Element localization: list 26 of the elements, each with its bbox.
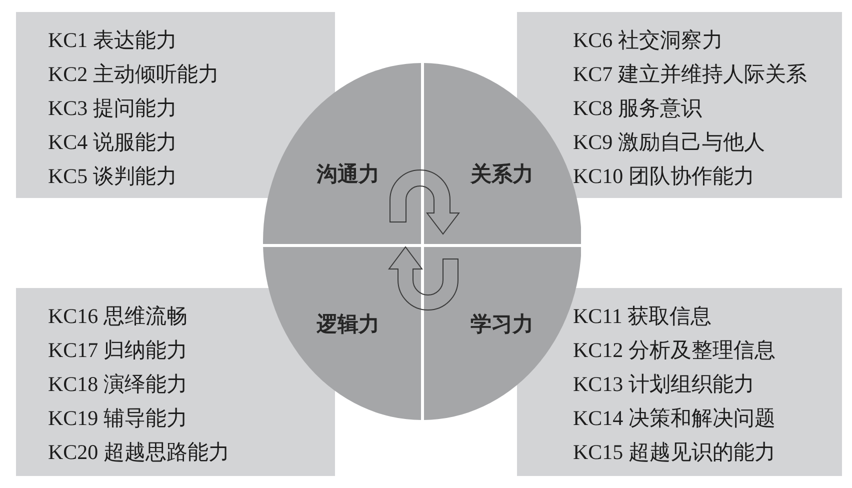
competency-item: KC15 超越见识的能力 xyxy=(573,440,776,464)
competency-item: KC1 表达能力 xyxy=(48,28,177,52)
quadrant-label: 关系力 xyxy=(470,162,534,186)
quadrant-label: 逻辑力 xyxy=(316,312,380,336)
competency-item: KC16 思维流畅 xyxy=(48,304,188,328)
competency-item: KC5 谈判能力 xyxy=(48,164,177,188)
competency-item: KC7 建立并维持人际关系 xyxy=(573,62,807,86)
competency-item: KC9 激励自己与他人 xyxy=(573,130,765,154)
competency-item: KC18 演绎能力 xyxy=(48,372,188,396)
competency-item: KC8 服务意识 xyxy=(573,96,702,120)
competency-item: KC14 决策和解决问题 xyxy=(573,406,776,430)
competency-item: KC4 说服能力 xyxy=(48,130,177,154)
quadrant-label: 学习力 xyxy=(470,312,534,336)
competency-item: KC6 社交洞察力 xyxy=(573,28,723,52)
competency-item: KC3 提问能力 xyxy=(48,96,177,120)
competency-item: KC19 辅导能力 xyxy=(48,406,188,430)
competency-item: KC2 主动倾听能力 xyxy=(48,62,219,86)
competency-item: KC17 归纳能力 xyxy=(48,338,188,362)
competency-item: KC13 计划组织能力 xyxy=(573,372,754,396)
quadrant-segment xyxy=(263,246,420,420)
quadrant-label: 沟通力 xyxy=(316,162,380,186)
competency-item: KC10 团队协作能力 xyxy=(573,164,754,188)
quadrant-segment xyxy=(263,62,420,244)
competency-item: KC20 超越思路能力 xyxy=(48,440,230,464)
competency-item: KC12 分析及整理信息 xyxy=(573,338,776,362)
competency-item: KC11 获取信息 xyxy=(573,304,712,328)
